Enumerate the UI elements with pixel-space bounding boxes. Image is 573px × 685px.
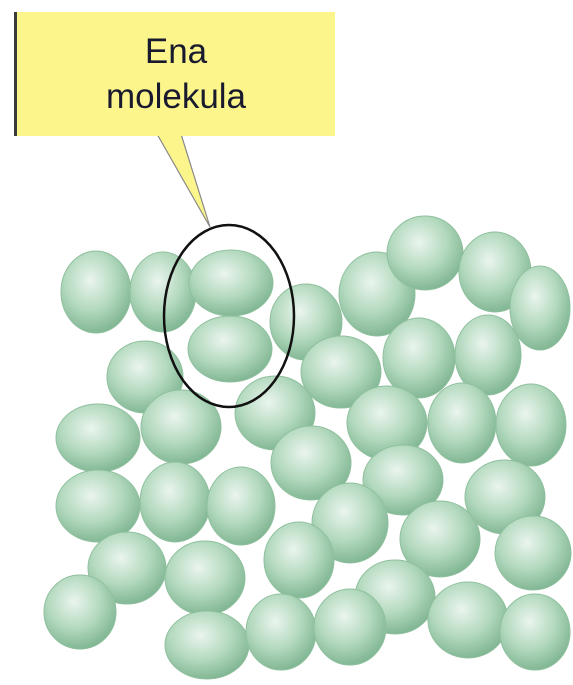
molecule <box>314 589 386 665</box>
molecule <box>61 251 131 333</box>
callout-pointer <box>157 134 210 227</box>
molecule <box>188 316 272 382</box>
molecule <box>165 611 249 679</box>
callout-line-1: Ena <box>145 29 207 74</box>
molecule <box>165 541 245 615</box>
molecule <box>428 582 508 658</box>
molecule <box>246 594 316 670</box>
molecule <box>141 390 221 464</box>
molecule <box>496 384 566 466</box>
molecule-group <box>44 216 571 679</box>
molecule <box>428 383 496 463</box>
molecule <box>207 467 275 545</box>
molecule <box>495 516 571 590</box>
molecule <box>140 462 210 542</box>
molecule <box>264 522 334 598</box>
molecule <box>510 266 570 350</box>
molecule <box>387 216 463 290</box>
molecule <box>189 250 273 316</box>
molecule <box>56 470 140 542</box>
molecule <box>44 575 116 649</box>
molecule-callout-label: Ena molekula <box>14 12 335 136</box>
molecule <box>500 594 570 670</box>
callout-line-2: molekula <box>106 74 246 119</box>
molecule <box>56 404 140 472</box>
